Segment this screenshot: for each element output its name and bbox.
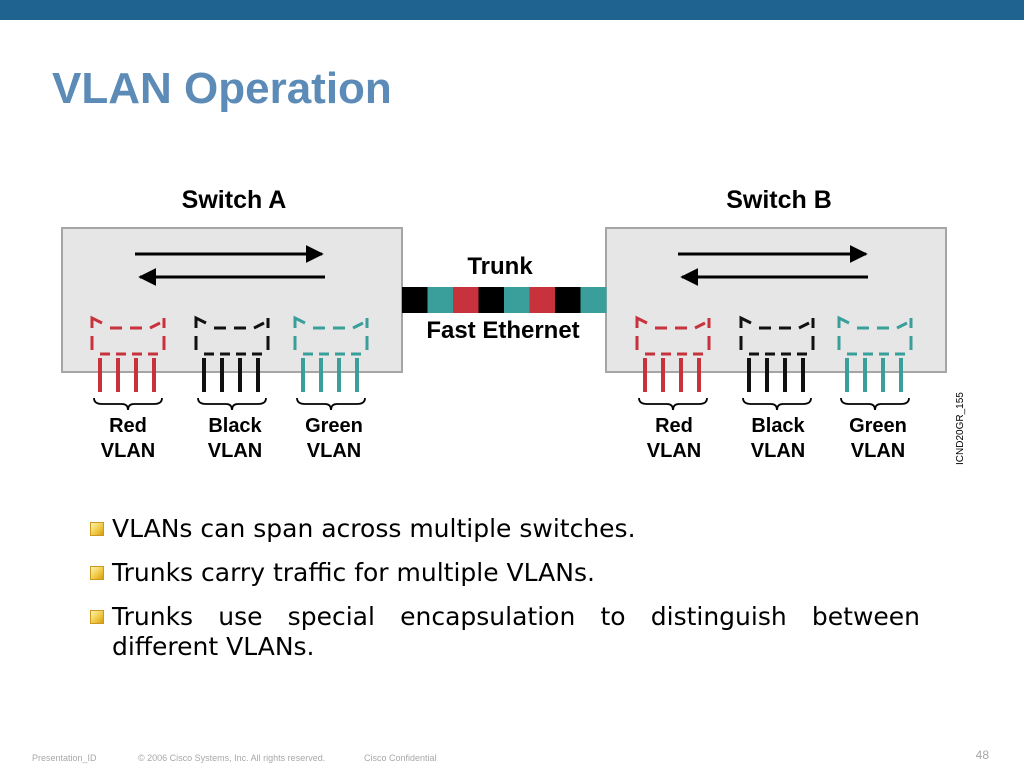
trunk-label: Trunk <box>467 253 533 280</box>
switch-b-arrows <box>678 245 868 286</box>
vlan-port-group-red-a <box>90 315 166 411</box>
fast-ethernet-label: Fast Ethernet <box>426 317 579 344</box>
bullet-box-icon <box>90 610 104 624</box>
page-number: 48 <box>975 748 989 762</box>
trunk-segment <box>504 287 530 313</box>
vlan-label-black-a-2: VLAN <box>208 440 262 462</box>
trunk-link-bar <box>402 287 607 313</box>
vlan-port-groups <box>90 315 913 411</box>
vlan-label-green-b: Green <box>849 415 907 437</box>
switch-b-box <box>605 227 947 373</box>
vlan-port-group-black-a <box>194 315 270 411</box>
bullet-item: VLANs can span across multiple switches. <box>88 514 920 544</box>
bullet-box-icon <box>90 522 104 536</box>
vlan-label-red-a: Red <box>109 415 147 437</box>
figure-id: ICND20GR_155 <box>955 392 966 465</box>
slide-title: VLAN Operation <box>52 64 392 113</box>
bullet-box-icon <box>90 566 104 580</box>
vlan-label-black-b-2: VLAN <box>751 440 805 462</box>
bullet-list: VLANs can span across multiple switches.… <box>88 514 920 676</box>
footer-copyright: © 2006 Cisco Systems, Inc. All rights re… <box>138 753 326 763</box>
trunk-segment <box>529 287 556 313</box>
trunk-segment <box>580 287 607 313</box>
vlan-port-group-green-b <box>837 315 913 411</box>
footer-confidential: Cisco Confidential <box>364 753 437 763</box>
vlan-label-black-a: Black <box>208 415 262 437</box>
switch-b-label: Switch B <box>726 186 832 214</box>
bullet-item: Trunks use special encapsulation to dist… <box>88 602 920 662</box>
vlan-port-group-red-b <box>635 315 711 411</box>
top-banner <box>0 0 1024 20</box>
trunk-segment <box>555 287 581 313</box>
bullet-item: Trunks carry traffic for multiple VLANs. <box>88 558 920 588</box>
switch-a-label: Switch A <box>182 186 287 214</box>
vlan-label-red-b: Red <box>655 415 693 437</box>
switch-a-vlan-labels: Red VLAN Black VLAN Green VLAN <box>101 415 363 462</box>
vlan-label-black-b: Black <box>751 415 805 437</box>
footer-presentation-id: Presentation_ID <box>32 753 97 763</box>
vlan-port-group-black-b <box>739 315 815 411</box>
trunk-segment <box>478 287 505 313</box>
trunk-segment <box>453 287 479 313</box>
switch-a-arrows <box>135 245 325 286</box>
vlan-port-group-green-a <box>293 315 369 411</box>
vlan-label-green-b-2: VLAN <box>851 440 905 462</box>
vlan-label-red-a-2: VLAN <box>101 440 155 462</box>
vlan-label-green-a: Green <box>305 415 363 437</box>
trunk-segment <box>427 287 454 313</box>
vlan-label-red-b-2: VLAN <box>647 440 701 462</box>
switch-a-box <box>61 227 403 373</box>
vlan-diagram: Switch A Switch B Trunk Fast Ethernet Re… <box>61 186 966 465</box>
switch-b-vlan-labels: Red VLAN Black VLAN Green VLAN <box>647 415 907 462</box>
trunk-segment <box>402 287 428 313</box>
vlan-label-green-a-2: VLAN <box>307 440 361 462</box>
